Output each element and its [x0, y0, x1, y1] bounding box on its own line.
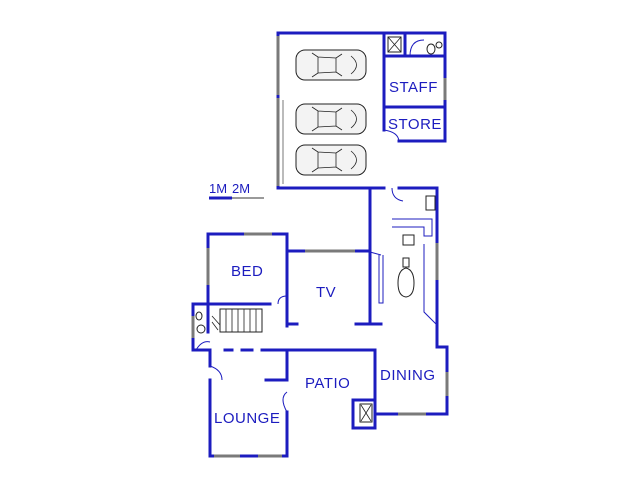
patio-door-swing [282, 391, 288, 413]
fireplace-cross [360, 404, 372, 422]
tv-kitchen-opening [369, 251, 382, 256]
bed-door-swing [277, 295, 288, 305]
room-label-lounge: LOUNGE [214, 410, 280, 427]
room-label-dining: DINING [380, 367, 436, 384]
sink-icon [402, 234, 415, 246]
kitchen-door-swing [391, 187, 404, 202]
toilet-icon [426, 43, 436, 55]
bath-door-swing [409, 39, 425, 57]
room-label-staff: STAFF [389, 79, 438, 96]
chair-icon [402, 257, 410, 268]
lounge-outer-wall [208, 378, 289, 458]
wc-basin-icon [195, 311, 203, 321]
room-label-store: STORE [388, 116, 442, 133]
staff-quarters: STAFF STORE [382, 31, 447, 143]
store-door-swing [383, 129, 400, 142]
breakfast-table-icon [397, 267, 415, 298]
room-label-patio: PATIO [305, 375, 350, 392]
kitchen-counter-right [423, 244, 438, 326]
scale-label-2m: 2M [232, 181, 250, 196]
shower-cross [387, 36, 402, 53]
car-2-icon [295, 103, 367, 135]
garage [276, 31, 386, 190]
wc-toilet-icon [196, 324, 206, 334]
kitchen-counter [392, 218, 433, 237]
scale-bar: 1M 2M [209, 181, 264, 200]
car-3-icon [295, 144, 367, 176]
shower-icon [387, 36, 402, 53]
patio-bottom-wall [351, 398, 382, 416]
room-label-bed: BED [231, 263, 263, 280]
car-1-icon [295, 49, 367, 81]
scale-label-1m: 1M [209, 181, 227, 196]
main-house [191, 186, 449, 458]
wc-door-swing [195, 341, 211, 351]
kitchen-island [378, 255, 384, 304]
kitchen-dining-outer-wall [378, 186, 449, 416]
basin-icon [435, 41, 443, 49]
front-door-swing [209, 365, 223, 381]
room-label-tv: TV [316, 284, 336, 301]
stove-icon [425, 195, 436, 211]
stairs [211, 308, 263, 333]
